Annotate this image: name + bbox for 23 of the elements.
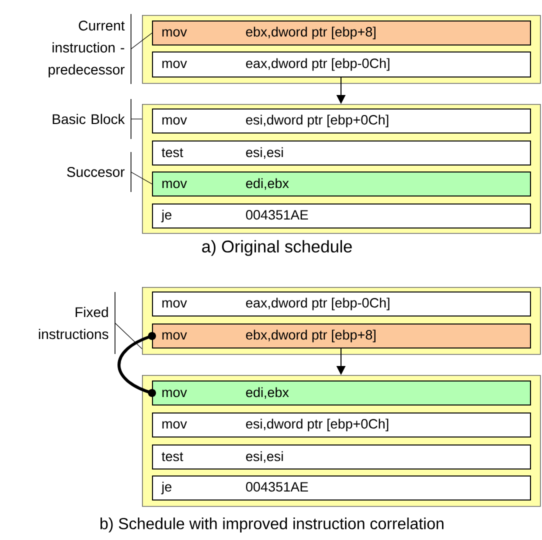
caption: a) Original schedule	[202, 240, 352, 256]
instruction-row: mov eax,dword ptr [ebp-0Ch]	[152, 292, 531, 316]
instruction-row: test esi,esi	[152, 444, 531, 470]
leader-line	[130, 172, 152, 184]
instruction-row: je 004351AE	[152, 204, 531, 228]
connector	[118, 332, 156, 397]
instruction-row: mov ebx,dword ptr [ebp+8]	[152, 324, 531, 348]
instruction-row: mov esi,dword ptr [ebp+0Ch]	[152, 412, 531, 438]
side-label: Succesor	[67, 167, 125, 177]
leader-line	[130, 118, 142, 120]
leader-line	[114, 322, 142, 350]
leader-line	[130, 32, 152, 50]
instruction-row: je 004351AE	[152, 476, 531, 500]
instruction-row: mov ebx,dword ptr [ebp+8]	[152, 20, 531, 46]
instruction-row: test esi,esi	[152, 140, 531, 166]
side-label: Fixed instructions	[38, 306, 108, 340]
side-label: Current instruction - predecessor	[48, 20, 125, 78]
instruction-row: mov edi,ebx	[152, 380, 531, 406]
side-label: Basic Block	[52, 114, 125, 124]
caption: b) Schedule with improved instruction correlation	[100, 518, 444, 532]
instruction-row: mov esi,dword ptr [ebp+0Ch]	[152, 108, 531, 134]
instruction-row: mov edi,ebx	[152, 172, 531, 196]
instruction-row: mov eax,dword ptr [ebp-0Ch]	[152, 52, 531, 78]
